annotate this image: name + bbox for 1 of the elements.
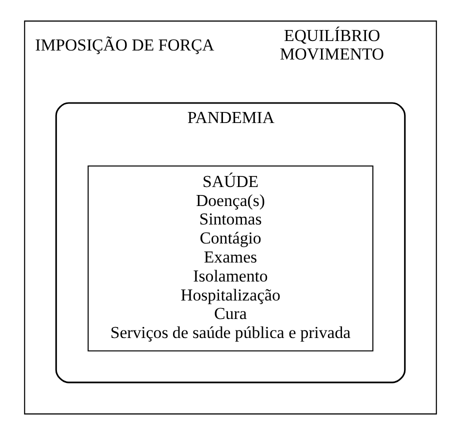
node-box: SAÚDE Doença(s) Sintomas Contágio Exames Isolamento Hospitalização Cura Serviços de saúde pública e privada bbox=[88, 166, 374, 352]
